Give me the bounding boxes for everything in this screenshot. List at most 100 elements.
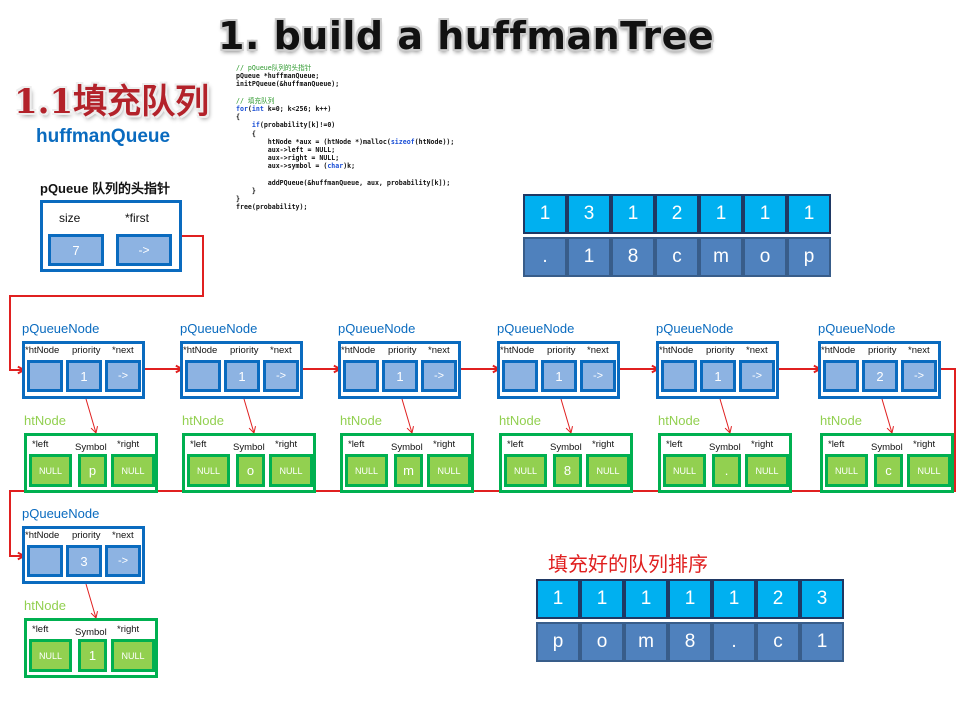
table-cell: .: [523, 237, 567, 277]
head-pointer-label: pQueue 队列的头指针: [40, 181, 171, 196]
next-field-label: *next: [746, 345, 768, 356]
code-line: aux->right = NULL;: [236, 154, 340, 163]
code-line: // pQueue队列的头指针: [236, 64, 312, 72]
next-field-label: *next: [270, 345, 292, 356]
symbol-field-label: Symbol: [871, 442, 903, 453]
htnode-pointer-cell: [502, 360, 538, 392]
htnode-pointer-cell: [27, 360, 63, 392]
next-field-label: *next: [112, 530, 134, 541]
queue-node-label: pQueueNode: [22, 321, 100, 336]
table-cell: o: [743, 237, 787, 277]
left-field-label: *left: [666, 439, 683, 450]
symbol-field-label: Symbol: [709, 442, 741, 453]
table-cell: 3: [567, 194, 611, 234]
right-null-cell: NULL: [111, 639, 155, 672]
next-pointer-cell: ->: [739, 360, 775, 392]
right-field-label: *right: [117, 439, 140, 450]
priority-cell: 1: [700, 360, 736, 392]
next-field-label: *next: [112, 345, 134, 356]
left-null-cell: NULL: [29, 639, 72, 672]
first-pointer-value: ->: [116, 234, 172, 266]
priority-cell: 2: [862, 360, 898, 392]
htnode-pointer-cell: [185, 360, 221, 392]
left-field-label: *left: [190, 439, 207, 450]
htnode-pointer-arrow: [401, 398, 413, 434]
code-line: {: [236, 113, 240, 122]
htnode-pointer-cell: [27, 545, 63, 577]
table-cell: 1: [787, 194, 831, 234]
left-null-cell: NULL: [187, 454, 230, 487]
table-cell: c: [655, 237, 699, 277]
code-line: htNode *aux = (htNode *)malloc(sizeof(ht…: [236, 137, 455, 146]
code-line: initPQueue(&huffmanQueue);: [236, 80, 340, 89]
size-value: 7: [48, 234, 104, 266]
table-cell: 1: [567, 237, 611, 277]
htnode-pointer-cell: [661, 360, 697, 392]
htnode-label: htNode: [182, 413, 224, 428]
code-line: free(probability);: [236, 203, 308, 212]
code-line: }: [236, 195, 240, 204]
table-cell: m: [624, 622, 668, 662]
next-field-label: *next: [428, 345, 450, 356]
code-line: if(probability[k]!=0): [251, 121, 336, 130]
table-cell: .: [712, 622, 756, 662]
code-line: {: [236, 129, 256, 138]
next-pointer-cell: ->: [580, 360, 616, 392]
right-field-label: *right: [913, 439, 936, 450]
symbol-cell: .: [712, 454, 741, 487]
left-null-cell: NULL: [825, 454, 868, 487]
next-pointer-cell: ->: [105, 360, 141, 392]
table-cell: 1: [624, 579, 668, 619]
right-field-label: *right: [275, 439, 298, 450]
priority-field-label: priority: [868, 345, 897, 356]
table-cell: c: [756, 622, 800, 662]
priority-field-label: priority: [547, 345, 576, 356]
table-cell: 2: [756, 579, 800, 619]
htnode-pointer-cell: [343, 360, 379, 392]
table-cell: 1: [668, 579, 712, 619]
queue-node-label: pQueueNode: [22, 506, 100, 521]
table-cell: m: [699, 237, 743, 277]
htnode-label: htNode: [340, 413, 382, 428]
right-field-label: *right: [433, 439, 456, 450]
priority-cell: 1: [224, 360, 260, 392]
priority-field-label: priority: [72, 345, 101, 356]
left-null-cell: NULL: [345, 454, 388, 487]
right-null-cell: NULL: [427, 454, 471, 487]
queue-node-label: pQueueNode: [180, 321, 258, 336]
right-null-cell: NULL: [586, 454, 630, 487]
table-cell: p: [536, 622, 580, 662]
htnode-label: htNode: [24, 413, 66, 428]
first-pointer-arrow: [9, 235, 204, 371]
priority-field-label: priority: [230, 345, 259, 356]
symbol-cell: p: [78, 454, 107, 487]
htnode-field-label: *htNode: [183, 345, 218, 356]
htnode-field-label: *htNode: [341, 345, 376, 356]
symbol-cell: c: [874, 454, 903, 487]
code-line: addPQueue(&huffmanQueue, aux, probabilit…: [236, 178, 451, 187]
table-cell: 1: [611, 194, 655, 234]
htnode-field-label: *htNode: [821, 345, 856, 356]
symbol-field-label: Symbol: [75, 627, 107, 638]
symbol-cell: m: [394, 454, 423, 487]
htnode-pointer-arrow: [560, 398, 572, 434]
htnode-field-label: *htNode: [500, 345, 535, 356]
table-cell: 1: [712, 579, 756, 619]
next-pointer-cell: ->: [263, 360, 299, 392]
htnode-label: htNode: [658, 413, 700, 428]
priority-cell: 1: [382, 360, 418, 392]
symbol-cell: o: [236, 454, 265, 487]
right-null-cell: NULL: [907, 454, 951, 487]
left-null-cell: NULL: [29, 454, 72, 487]
table-cell: 1: [580, 579, 624, 619]
